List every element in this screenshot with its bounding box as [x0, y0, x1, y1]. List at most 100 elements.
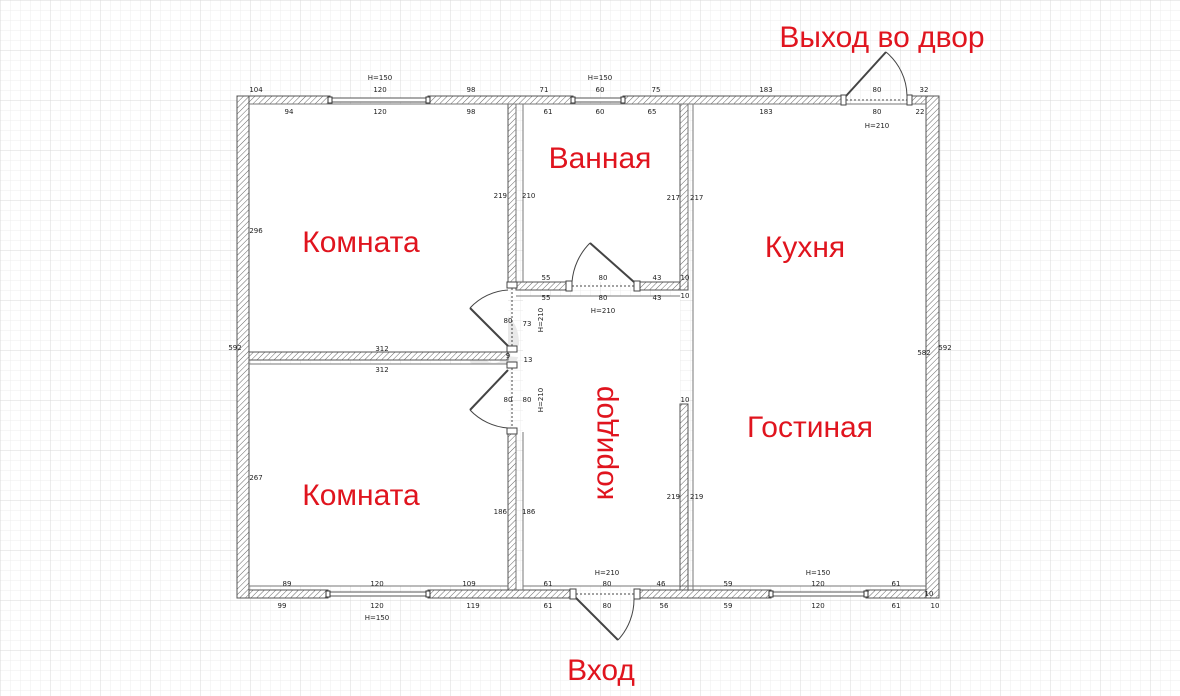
- dim-bottom-outer-7: 59: [724, 602, 733, 610]
- label-room-top: Комната: [302, 226, 420, 259]
- dim-bottom-inner-1: 89: [283, 580, 292, 588]
- doors: [469, 51, 913, 641]
- dim-bottom-inner-5: 80: [603, 580, 612, 588]
- door-exit-leaf: [845, 51, 887, 97]
- dim-side-door-upper-a: 80: [504, 317, 513, 325]
- dim-side-door-upper-b: 73: [523, 320, 532, 328]
- wall-bottom-2: [427, 589, 575, 599]
- label-bathroom: Ванная: [549, 142, 652, 175]
- dim-small-3: 10: [681, 396, 690, 404]
- wall-top-1: [236, 95, 331, 105]
- wall-top-2: [427, 95, 574, 105]
- dim-bath-bottom-t3: 43: [653, 274, 662, 282]
- dim-top-inner-4: 61: [544, 108, 553, 116]
- dim-bottom-outer-4: 61: [544, 602, 553, 610]
- door-exit-jamb-r: [906, 94, 913, 106]
- wall-bottom-3: [637, 589, 772, 599]
- dim-top-inner-3: 98: [467, 108, 476, 116]
- label-entrance: Вход: [567, 654, 635, 687]
- dim-bottom-inner-2: 120: [370, 580, 383, 588]
- dim-top-outer-4: 71: [540, 86, 549, 94]
- dim-bath-bottom-b3: 43: [653, 294, 662, 302]
- label-kitchen: Кухня: [765, 231, 845, 264]
- dim-top-outer-8: 80: [873, 86, 882, 94]
- dim-top-outer-3: 98: [467, 86, 476, 94]
- dimensions: 104 120 98 71 60 75 183 80 32 Н=150 Н=15…: [228, 74, 951, 622]
- dim-corr-left-top-a: 219: [494, 192, 507, 200]
- dim-top-outer-5: 60: [596, 86, 605, 94]
- dim-bath-bottom-t2: 80: [599, 274, 608, 282]
- label-living: Гостиная: [747, 411, 873, 444]
- dim-bottom-inner-10: 10: [925, 590, 934, 598]
- dim-corr-right-a: 219: [667, 493, 680, 501]
- dim-right-outer: 592: [938, 344, 951, 352]
- wall-corr-left-1: [507, 103, 517, 283]
- door-bath-leaf: [589, 242, 635, 283]
- dim-bath-bottom-b1: 55: [542, 294, 551, 302]
- window-bottom-1: [327, 591, 429, 597]
- dim-top-inner-6: 65: [648, 108, 657, 116]
- door-exit-jamb-l: [840, 94, 847, 106]
- wall-bath-bottom-1: [515, 281, 569, 291]
- wall-bath-right: [679, 103, 689, 291]
- label-exit-yard: Выход во двор: [779, 21, 984, 54]
- dim-top-inner-9: 22: [916, 108, 925, 116]
- side-door-tag-upper: Н=210: [537, 308, 545, 333]
- dim-bottom-inner-6: 46: [657, 580, 666, 588]
- door-room-top-leaf: [469, 307, 509, 347]
- door-entrance-leaf: [575, 597, 619, 641]
- dim-top-outer-7: 183: [759, 86, 772, 94]
- dim-mid-wall-bottom: 312: [375, 366, 388, 374]
- wall-bottom-1: [236, 589, 329, 599]
- dim-top-outer-9: 32: [920, 86, 929, 94]
- dim-top-inner-5: 60: [596, 108, 605, 116]
- dim-bottom-outer-2: 120: [370, 602, 383, 610]
- dim-bath-bottom-t1: 55: [542, 274, 551, 282]
- dim-side-door-lower-a: 80: [504, 396, 513, 404]
- wall-right: [925, 95, 940, 599]
- door-tag-entrance: Н=210: [595, 569, 620, 577]
- wall-left: [236, 95, 250, 599]
- dim-top-outer-6: 75: [652, 86, 661, 94]
- dim-bath-right-a: 217: [667, 194, 680, 202]
- dim-top-inner-7: 183: [759, 108, 772, 116]
- dim-bottom-outer-1: 99: [278, 602, 287, 610]
- dim-bottom-outer-6: 56: [660, 602, 669, 610]
- dim-top-inner-8: 80: [873, 108, 882, 116]
- dim-bath-bottom-b2: 80: [599, 294, 608, 302]
- wall-room-divider: [248, 351, 509, 361]
- window-tag-bottom-2: Н=150: [806, 569, 831, 577]
- dim-left-room-bottom: 267: [249, 474, 262, 482]
- wall-top-3: [622, 95, 842, 105]
- dim-small-4: 9: [506, 352, 510, 360]
- dim-bottom-outer-9: 61: [892, 602, 901, 610]
- door-room-bottom-leaf: [469, 369, 509, 411]
- wall-corr-left-2: [507, 431, 517, 591]
- dim-side-door-lower-b: 80: [523, 396, 532, 404]
- window-bottom-2: [770, 591, 867, 597]
- door-tag-exit: Н=210: [865, 122, 890, 130]
- dim-left-outer: 592: [228, 344, 241, 352]
- dim-corr-right-b: 219: [690, 493, 703, 501]
- dim-bottom-inner-7: 59: [724, 580, 733, 588]
- dim-bottom-outer-8: 120: [811, 602, 824, 610]
- dim-mid-wall-top: 312: [375, 345, 388, 353]
- wall-corr-right: [679, 403, 689, 591]
- bath-door-tag: Н=210: [591, 307, 616, 315]
- side-door-tag-lower: Н=210: [537, 388, 545, 413]
- dim-top-outer-1: 104: [249, 86, 263, 94]
- window-top-2: [572, 97, 624, 103]
- dim-bottom-outer-5: 80: [603, 602, 612, 610]
- room-labels: Комната Комната Ванная Кухня Гостиная ко…: [302, 21, 984, 687]
- inner-lines: [249, 103, 926, 590]
- wall-bath-bottom-2: [637, 281, 681, 291]
- dim-bath-right-b: 217: [690, 194, 703, 202]
- label-corridor: коридор: [587, 386, 620, 500]
- dim-corr-left-top-b: 210: [522, 192, 535, 200]
- dim-top-inner-1: 94: [285, 108, 294, 116]
- dim-bottom-inner-3: 109: [462, 580, 475, 588]
- dim-small-2: 10: [681, 292, 690, 300]
- window-tag-top-2: Н=150: [588, 74, 613, 82]
- dim-bottom-inner-4: 61: [544, 580, 553, 588]
